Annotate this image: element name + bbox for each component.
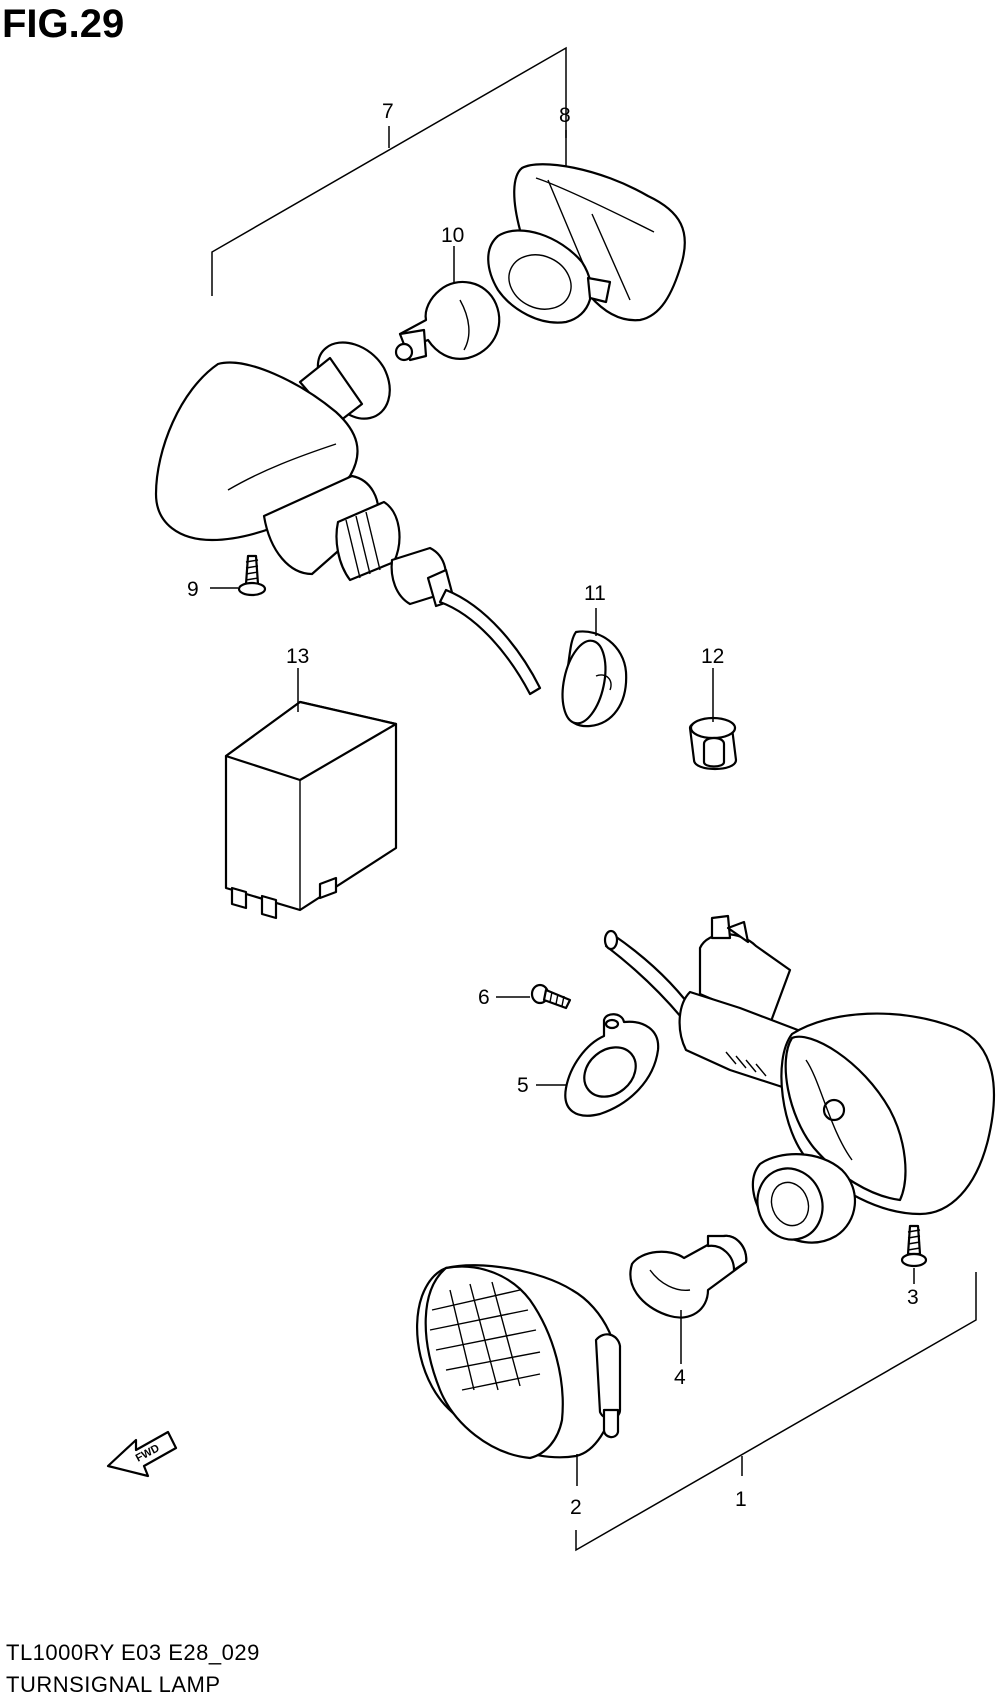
grommet-11[interactable] xyxy=(556,630,628,728)
fwd-direction-arrow: FWD xyxy=(106,1430,178,1478)
callout-12: 12 xyxy=(701,645,724,668)
callout-6: 6 xyxy=(478,986,490,1009)
callout-5: 5 xyxy=(517,1074,529,1097)
screw-3[interactable] xyxy=(900,1224,928,1268)
figure-name: TURNSIGNAL LAMP xyxy=(6,1672,221,1697)
bulb-lower[interactable] xyxy=(629,1234,748,1319)
screw-6[interactable] xyxy=(530,983,572,1010)
callout-13: 13 xyxy=(286,645,309,668)
callout-2: 2 xyxy=(570,1496,582,1519)
lens-lower[interactable] xyxy=(416,1264,622,1460)
assembly-bracket-1[interactable] xyxy=(575,1272,977,1552)
screw-9[interactable] xyxy=(237,554,267,597)
assembly-bracket-7 xyxy=(211,46,567,296)
lens-upper[interactable] xyxy=(487,163,686,324)
callout-7: 7 xyxy=(382,100,394,123)
callout-10: 10 xyxy=(441,224,464,247)
gasket-5[interactable] xyxy=(564,1013,660,1117)
callout-11: 11 xyxy=(584,582,606,605)
bulb-upper[interactable] xyxy=(394,280,501,362)
callout-8: 8 xyxy=(559,104,571,127)
model-code: TL1000RY E03 E28_029 xyxy=(6,1640,260,1665)
turnsignal-housing-upper[interactable] xyxy=(154,341,542,696)
turnsignal-housing-lower[interactable] xyxy=(603,914,996,1249)
callout-3: 3 xyxy=(907,1286,919,1309)
collar-12[interactable] xyxy=(688,716,738,770)
relay-13[interactable] xyxy=(224,700,398,920)
callout-9: 9 xyxy=(187,578,199,601)
callout-1: 1 xyxy=(735,1488,747,1511)
callout-4: 4 xyxy=(674,1366,686,1389)
figure-title: FIG.29 xyxy=(2,2,125,46)
